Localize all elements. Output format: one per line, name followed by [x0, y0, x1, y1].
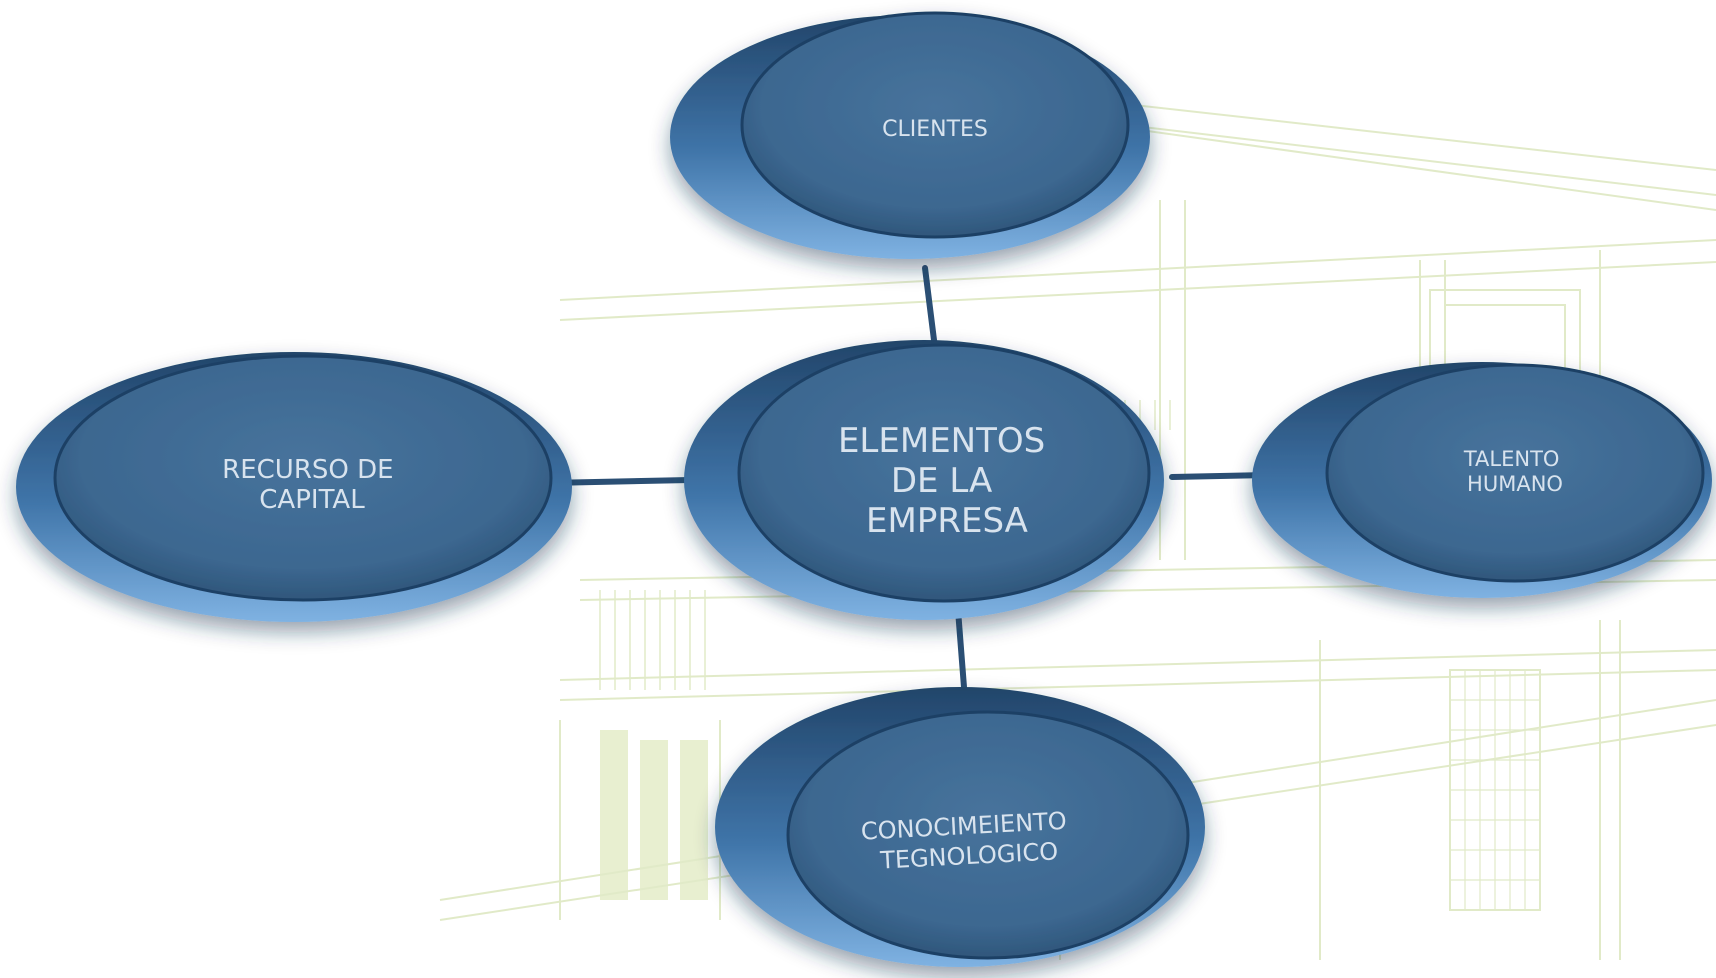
- center-label: ELEMENTOS DE LA EMPRESA: [838, 421, 1056, 541]
- node-label-recurso: RECURSO DE CAPITAL: [222, 455, 402, 515]
- node-label-clientes: CLIENTES: [882, 117, 988, 142]
- node-recurso: [16, 352, 572, 622]
- connector-clientes: [922, 265, 938, 351]
- node-conocimiento: [715, 687, 1205, 967]
- connector-talento: [1169, 472, 1271, 480]
- node-clientes: [670, 11, 1150, 259]
- node-label-talento: TALENTO HUMANO: [1463, 447, 1566, 496]
- node-talento: [1252, 362, 1712, 598]
- connector-conocimiento: [955, 607, 968, 703]
- node-center: [684, 340, 1164, 620]
